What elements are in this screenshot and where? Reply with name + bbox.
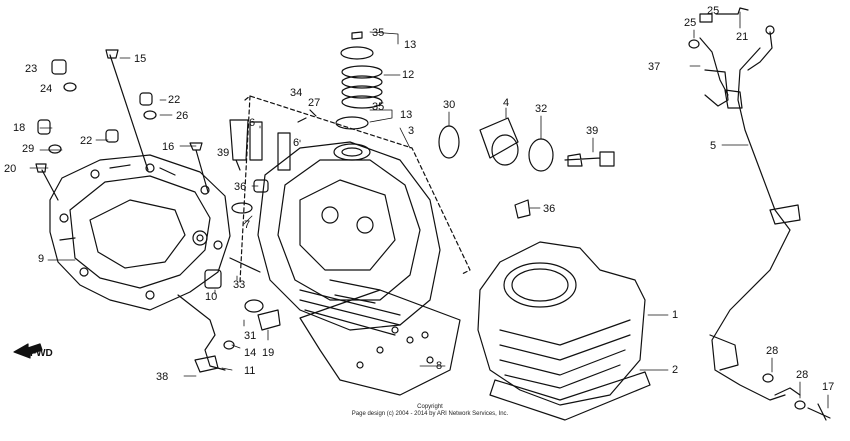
- callout-26: 26: [176, 110, 188, 122]
- callout-3: 3: [408, 125, 414, 137]
- callout-10: 10: [205, 291, 217, 303]
- wire-harness-part: [688, 7, 831, 421]
- copyright-text: Page design (c) 2004 - 2014 by ARI Netwo…: [351, 411, 509, 417]
- callout-35b: 35: [372, 101, 384, 113]
- callout-33: 33: [233, 279, 245, 291]
- callout-2: 2: [672, 364, 678, 376]
- callout-7: 7: [244, 219, 250, 231]
- callout-21: 21: [736, 31, 748, 43]
- callout-9: 9: [38, 253, 44, 265]
- callout-24: 24: [40, 83, 52, 95]
- callout-13: 13: [404, 39, 416, 51]
- callout-12: 12: [402, 69, 414, 81]
- cylinder-head-part: [239, 95, 471, 336]
- callout-35: 35: [372, 27, 384, 39]
- callout-25b: 25: [707, 5, 719, 17]
- callout-18: 18: [13, 122, 25, 134]
- callout-22: 22: [168, 94, 180, 106]
- callout-15: 15: [134, 53, 146, 65]
- callout-29: 29: [22, 143, 34, 155]
- callout-27: 27: [308, 97, 320, 109]
- callout-28b: 28: [796, 369, 808, 381]
- callout-37: 37: [648, 61, 660, 73]
- callout-6b: 6: [293, 137, 299, 149]
- spring-clip-parts: [335, 31, 383, 130]
- callout-39b: 39: [217, 147, 229, 159]
- callout-28: 28: [766, 345, 778, 357]
- callout-16: 16: [162, 141, 174, 153]
- leader-lines: [29, 11, 829, 409]
- callout-32: 32: [535, 103, 547, 115]
- callout-38: 38: [156, 371, 168, 383]
- fwd-label: FWD: [30, 348, 53, 359]
- head-cover-part: [49, 154, 231, 311]
- callout-13b: 13: [400, 109, 412, 121]
- callout-23: 23: [25, 63, 37, 75]
- callout-20: 20: [4, 163, 16, 175]
- callout-1: 1: [672, 309, 678, 321]
- callout-39: 39: [586, 125, 598, 137]
- callout-34: 34: [290, 87, 302, 99]
- callout-14: 14: [244, 347, 256, 359]
- copyright-notice: Copyright Page design (c) 2004 - 2014 by…: [330, 404, 530, 418]
- callout-5: 5: [710, 140, 716, 152]
- callout-8: 8: [436, 360, 442, 372]
- callout-11: 11: [244, 365, 255, 377]
- copyright-title: Copyright: [417, 404, 443, 410]
- callout-19: 19: [262, 347, 274, 359]
- callout-25: 25: [684, 17, 696, 29]
- callout-6: 6: [249, 117, 255, 129]
- callout-31: 31: [244, 330, 256, 342]
- callout-17: 17: [822, 381, 834, 393]
- callout-36b: 36: [543, 203, 555, 215]
- cylinder-part: [477, 241, 651, 421]
- head-gasket-part: [299, 289, 461, 396]
- fwd-arrow-icon: [13, 343, 43, 359]
- callout-22b: 22: [80, 135, 92, 147]
- bolts-parts: [35, 49, 317, 373]
- callout-30: 30: [443, 99, 455, 111]
- callout-36: 36: [234, 181, 246, 193]
- callout-4: 4: [503, 97, 509, 109]
